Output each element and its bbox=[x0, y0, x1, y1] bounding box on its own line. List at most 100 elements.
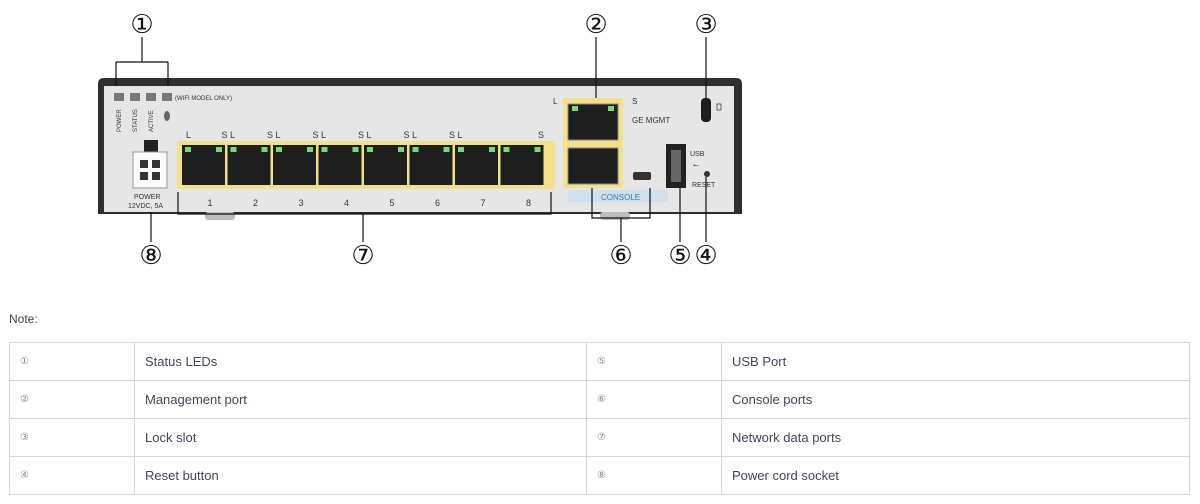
mgmt-link-led-right bbox=[608, 106, 614, 111]
port-link-led bbox=[307, 147, 313, 152]
feet-right bbox=[600, 212, 630, 220]
lock-icon bbox=[716, 103, 722, 111]
port-link-led bbox=[367, 147, 373, 152]
port-number: 8 bbox=[526, 198, 531, 208]
lock-slot bbox=[701, 98, 711, 122]
legend-row: ④ Reset button ⑧ Power cord socket bbox=[9, 456, 1190, 495]
legend-label: Power cord socket bbox=[721, 456, 1190, 495]
mgmt-link-led-left bbox=[572, 106, 578, 111]
legend-table: ① Status LEDs ⑤ USB Port ② Management po… bbox=[9, 342, 1190, 495]
power-rating: 12VDC, 5A bbox=[128, 203, 163, 210]
port-link-led bbox=[352, 147, 359, 152]
port-number: 4 bbox=[344, 198, 349, 208]
legend-label: Reset button bbox=[134, 456, 587, 495]
console-mini-usb bbox=[633, 172, 651, 180]
port-speed-label: S L bbox=[222, 130, 236, 140]
legend-label: Status LEDs bbox=[134, 342, 587, 381]
power-socket bbox=[132, 151, 168, 189]
port-link-led bbox=[216, 147, 222, 152]
usb-symbol: ⭠ bbox=[693, 161, 699, 169]
port-link-led bbox=[230, 147, 237, 152]
callout-7-leader bbox=[177, 192, 552, 242]
mgmt-label: GE MGMT bbox=[632, 116, 670, 125]
legend-number: ⑦ bbox=[586, 418, 722, 457]
reset-label: RESET bbox=[692, 182, 716, 189]
port-number: 7 bbox=[481, 198, 486, 208]
legend-number: ③ bbox=[9, 418, 135, 457]
power-label: POWER bbox=[134, 194, 160, 201]
port-speed-label: S L bbox=[267, 130, 281, 140]
port-number: 2 bbox=[253, 198, 258, 208]
legend-row: ③ Lock slot ⑦ Network data ports bbox=[9, 418, 1190, 457]
legend-row: ① Status LEDs ⑤ USB Port bbox=[9, 342, 1190, 381]
legend-number: ⑥ bbox=[586, 380, 722, 419]
port-number: 5 bbox=[390, 198, 395, 208]
port-speed-label: S L bbox=[358, 130, 372, 140]
led-power bbox=[114, 93, 124, 101]
port-link-led bbox=[321, 147, 328, 152]
console-label: CONSOLE bbox=[601, 193, 640, 202]
console-band bbox=[568, 190, 668, 202]
callout-1: ① bbox=[130, 10, 153, 40]
legend-label: USB Port bbox=[721, 342, 1190, 381]
legend-number: ⑧ bbox=[586, 456, 722, 495]
callout-1-leader bbox=[115, 37, 169, 86]
mgmt-l-label: L bbox=[553, 97, 558, 106]
port-link-led bbox=[261, 147, 268, 152]
power-pin bbox=[152, 172, 160, 180]
port-link-led bbox=[534, 147, 541, 152]
legend-number: ② bbox=[9, 380, 135, 419]
legend-label: Network data ports bbox=[721, 418, 1190, 457]
port-link-led bbox=[458, 147, 464, 152]
light-sensor bbox=[164, 111, 170, 121]
port-number: 3 bbox=[299, 198, 304, 208]
port-speed-label: S L bbox=[404, 130, 418, 140]
legend-label: Lock slot bbox=[134, 418, 587, 457]
port-link-led bbox=[398, 147, 404, 152]
legend-number: ⑤ bbox=[586, 342, 722, 381]
led-active bbox=[146, 93, 156, 101]
port-link-led bbox=[503, 147, 510, 152]
port-number: 1 bbox=[208, 198, 213, 208]
power-socket-latch bbox=[144, 140, 158, 152]
port-number: 6 bbox=[435, 198, 440, 208]
port-link-led bbox=[489, 147, 495, 152]
port-speed-label: S L bbox=[313, 130, 327, 140]
callout-3: ③ bbox=[694, 10, 717, 40]
port-speed-label: L bbox=[186, 130, 191, 140]
legend-number: ① bbox=[9, 342, 135, 381]
port-speed-label: S L bbox=[449, 130, 463, 140]
power-pin bbox=[152, 160, 160, 168]
callout-5: ⑤ bbox=[668, 241, 691, 271]
legend-row: ② Management port ⑥ Console ports bbox=[9, 380, 1190, 419]
led-status bbox=[130, 93, 140, 101]
legend-label: Console ports bbox=[721, 380, 1190, 419]
callout-6: ⑥ bbox=[609, 241, 632, 271]
led-label-active: ACTIVE bbox=[149, 110, 155, 132]
reset-button bbox=[704, 171, 710, 177]
port-link-led bbox=[443, 147, 450, 152]
callout-2: ② bbox=[584, 10, 607, 40]
wifi-note: (WIFI MODEL ONLY) bbox=[175, 96, 232, 102]
console-rj45-port bbox=[567, 147, 619, 185]
led-label-power: POWER bbox=[117, 109, 123, 132]
callout-7: ⑦ bbox=[351, 241, 374, 271]
mgmt-s-label: S bbox=[632, 97, 637, 106]
port-speed-label: S bbox=[538, 130, 544, 140]
legend-number: ④ bbox=[9, 456, 135, 495]
port-link-led bbox=[185, 147, 191, 152]
power-pin bbox=[140, 172, 148, 180]
led-label-status: STATUS bbox=[133, 109, 139, 132]
note-label: Note: bbox=[9, 312, 38, 326]
device-rear-panel-diagram: (WIFI MODEL ONLY) POWER STATUS ACTIVE PO… bbox=[98, 10, 742, 271]
usb-label: USB bbox=[690, 151, 705, 158]
callout-4: ④ bbox=[694, 241, 717, 271]
callout-6-leader bbox=[591, 188, 651, 242]
legend-label: Management port bbox=[134, 380, 587, 419]
port-link-led bbox=[276, 147, 282, 152]
usb-port-tongue bbox=[671, 150, 681, 182]
power-pin bbox=[140, 160, 148, 168]
port-link-led bbox=[412, 147, 419, 152]
feet-left bbox=[205, 212, 235, 220]
led-wifi bbox=[162, 93, 172, 101]
